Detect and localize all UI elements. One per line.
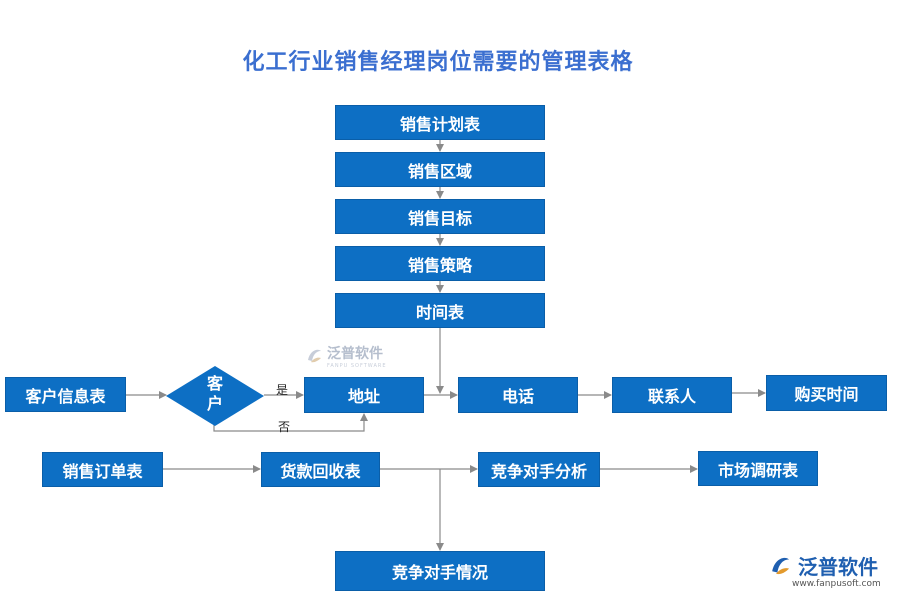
watermark-sub: FANPU SOFTWARE (327, 363, 387, 369)
box-competitor-analysis: 竞争对手分析 (478, 452, 600, 487)
box-sales-plan: 销售计划表 (335, 105, 545, 140)
box-phone: 电话 (458, 377, 578, 413)
arrow-customer-address-no (213, 413, 368, 432)
decision-diamond (166, 366, 264, 426)
box-sales-order: 销售订单表 (42, 452, 163, 487)
box-schedule: 时间表 (335, 293, 545, 328)
watermark-center: 泛普软件 FANPU SOFTWARE (304, 343, 387, 369)
watermark-corner: 泛普软件 (766, 551, 878, 580)
box-payment-recovery: 货款回收表 (261, 452, 380, 487)
decision-label-line1: 客 (206, 374, 223, 393)
edge-label-yes: 是 (276, 383, 289, 397)
box-contact: 联系人 (612, 377, 732, 413)
box-sales-target: 销售目标 (335, 199, 545, 234)
diagram-title: 化工行业销售经理岗位需要的管理表格 (242, 50, 634, 75)
box-sales-strategy: 销售策略 (335, 246, 545, 281)
box-address: 地址 (304, 377, 424, 413)
box-customer-info: 客户信息表 (5, 377, 126, 412)
box-competitor-status: 竞争对手情况 (335, 551, 545, 591)
edge-label-no: 否 (278, 420, 291, 434)
watermark-corner-brand: 泛普软件 (798, 555, 878, 579)
watermark-url: www.fanpusoft.com (792, 579, 881, 589)
decision-label: 客 户 (199, 374, 231, 414)
brand-logo-corner-icon (772, 557, 790, 574)
box-purchase-time: 购买时间 (766, 375, 887, 411)
box-market-research: 市场调研表 (698, 451, 818, 486)
decision-label-line2: 户 (206, 394, 223, 413)
brand-logo-icon (308, 349, 321, 363)
box-sales-region: 销售区域 (335, 152, 545, 187)
watermark-brand: 泛普软件 (327, 346, 383, 362)
